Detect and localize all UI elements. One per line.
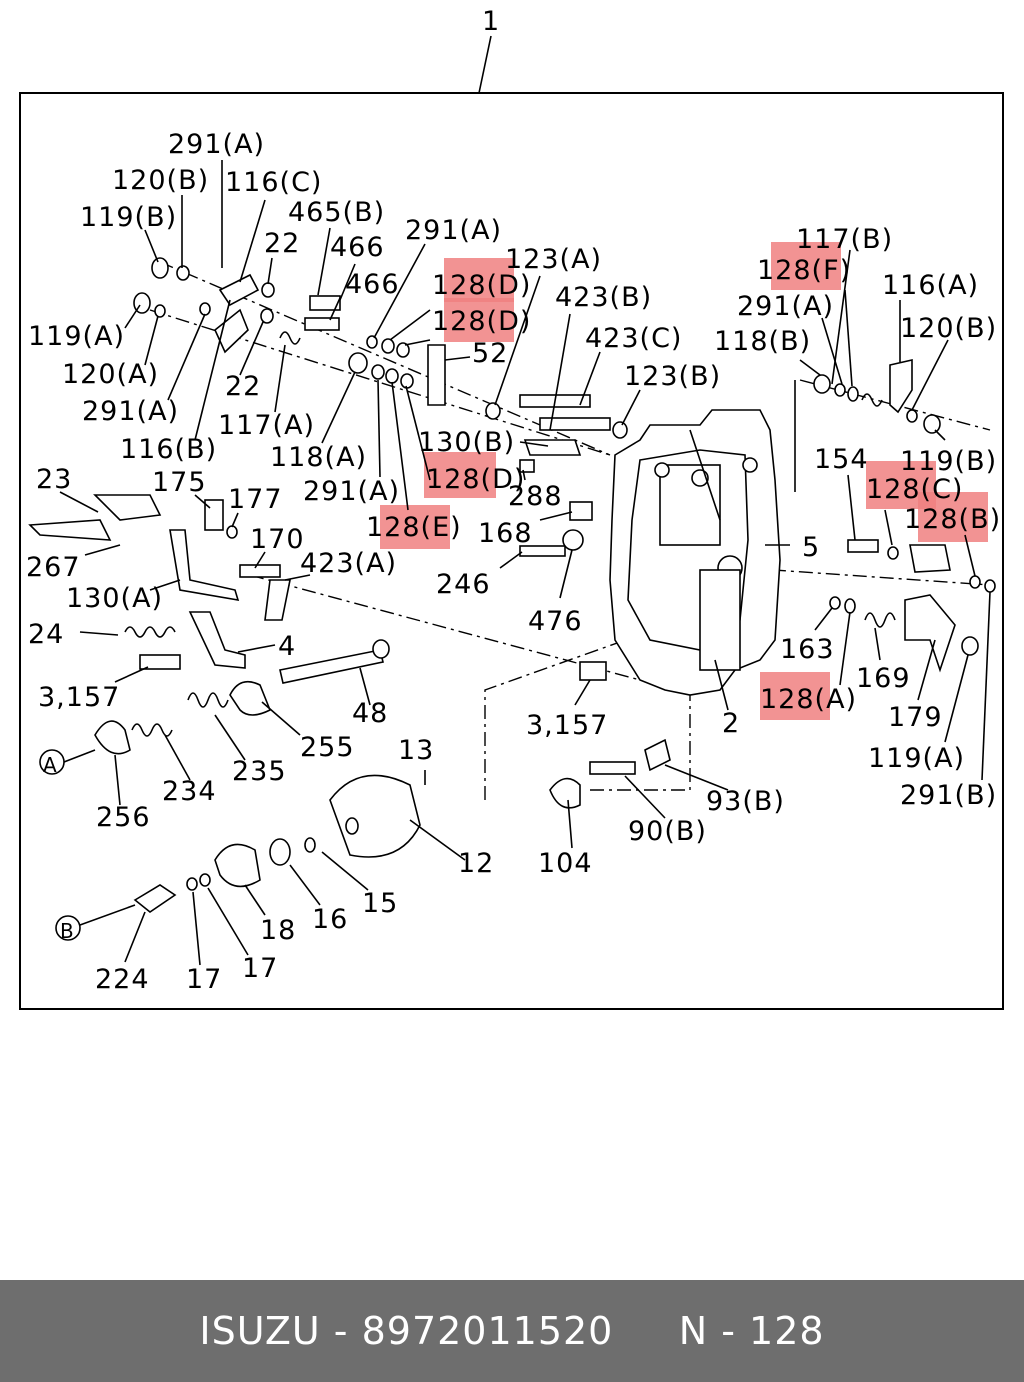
part-label: 246 (436, 569, 491, 600)
part-label: 119(B) (80, 202, 177, 233)
part-label: 224 (95, 964, 150, 995)
part-label: 123(B) (624, 361, 721, 392)
part-label: 163 (780, 634, 835, 665)
part-label: 128(D) (432, 306, 531, 337)
part-label: 16 (312, 904, 348, 935)
part-label: 119(A) (28, 321, 125, 352)
part-label: 423(B) (555, 282, 652, 313)
part-label: 13 (398, 735, 434, 766)
part-label: 291(A) (82, 396, 179, 427)
part-label: 52 (472, 338, 508, 369)
part-label: 119(B) (900, 446, 997, 477)
assembly-label: 1 (482, 6, 500, 37)
part-label: 17 (186, 964, 222, 995)
part-label: 2 (722, 708, 740, 739)
part-label: 12 (458, 848, 494, 879)
part-label: 104 (538, 848, 593, 879)
part-label: 128(F) (757, 255, 851, 286)
part-label: 154 (814, 444, 869, 475)
part-label: 4 (278, 631, 296, 662)
part-label: 90(B) (628, 816, 707, 847)
part-label: 118(A) (270, 442, 367, 473)
part-label: 466 (330, 232, 385, 263)
part-label: 291(A) (405, 215, 502, 246)
part-label: 291(A) (168, 129, 265, 160)
part-label: 93(B) (706, 786, 785, 817)
part-label: 169 (856, 663, 911, 694)
part-label: 255 (300, 732, 355, 763)
part-label: 130(B) (418, 427, 515, 458)
part-label: 117(A) (218, 410, 315, 441)
callout-b-label: B (60, 919, 75, 943)
part-label: 120(A) (62, 359, 159, 390)
part-label: 130(A) (66, 583, 163, 614)
part-label: 256 (96, 802, 151, 833)
part-label: 23 (36, 464, 72, 495)
part-label: 288 (508, 481, 563, 512)
part-label: 117(B) (796, 224, 893, 255)
part-label: 291(A) (737, 291, 834, 322)
callout-markers: A B (43, 753, 75, 943)
part-label: 128(A) (760, 684, 857, 715)
part-label: 22 (225, 371, 261, 402)
part-info-bar: ISUZU - 8972011520 N - 128 (0, 1280, 1024, 1382)
part-label: 22 (264, 228, 300, 259)
part-label: 291(A) (303, 476, 400, 507)
part-label: 116(A) (882, 270, 979, 301)
part-label: 128(B) (904, 504, 1001, 535)
part-label: 476 (528, 606, 583, 637)
diagram-frame (19, 92, 1004, 1010)
part-label: 128(E) (366, 512, 462, 543)
part-label: 120(B) (900, 313, 997, 344)
part-label: 128(D) (432, 270, 531, 301)
pump-housing (609, 409, 781, 696)
part-label: 118(B) (714, 326, 811, 357)
part-label: 466 (345, 269, 400, 300)
part-label: 5 (802, 532, 820, 563)
part-label: 48 (352, 698, 388, 729)
leader-lines (59, 160, 991, 966)
part-label: 116(C) (225, 167, 322, 198)
part-label: 17 (242, 953, 278, 984)
part-label: 168 (478, 518, 533, 549)
part-label: 423(C) (585, 323, 682, 354)
part-label: 3,157 (38, 682, 120, 713)
part-label: 128(D) (426, 464, 525, 495)
part-label: 179 (888, 702, 943, 733)
part-info-text: ISUZU - 8972011520 N - 128 (199, 1309, 825, 1353)
part-label: 123(A) (505, 244, 602, 275)
part-label: 177 (228, 484, 283, 515)
part-label: 18 (260, 915, 296, 946)
part-label: 267 (26, 552, 81, 583)
part-label: 465(B) (288, 197, 385, 228)
part-label: 423(A) (300, 548, 397, 579)
hardware-parts (28, 257, 996, 941)
part-label: 24 (28, 619, 64, 650)
part-label: 120(B) (112, 165, 209, 196)
part-label: 291(B) (900, 780, 997, 811)
part-label: 235 (232, 756, 287, 787)
part-labels: 1 291(A) 120(B) 116(C) 119(B) 465(B) 22 … (26, 6, 1001, 995)
part-label: 3,157 (526, 710, 608, 741)
part-label: 15 (362, 888, 398, 919)
part-label: 234 (162, 776, 217, 807)
part-label: 119(A) (868, 743, 965, 774)
part-label: 170 (250, 524, 305, 555)
part-label: 175 (152, 467, 207, 498)
part-label: 116(B) (120, 434, 217, 465)
exploded-parts-diagram: 1 291(A) 120(B) 116(C) 119(B) 465(B) 22 … (19, 6, 1004, 1010)
highlight-boxes (380, 242, 988, 720)
part-label: 128(C) (866, 474, 963, 505)
callout-a-label: A (43, 753, 58, 777)
